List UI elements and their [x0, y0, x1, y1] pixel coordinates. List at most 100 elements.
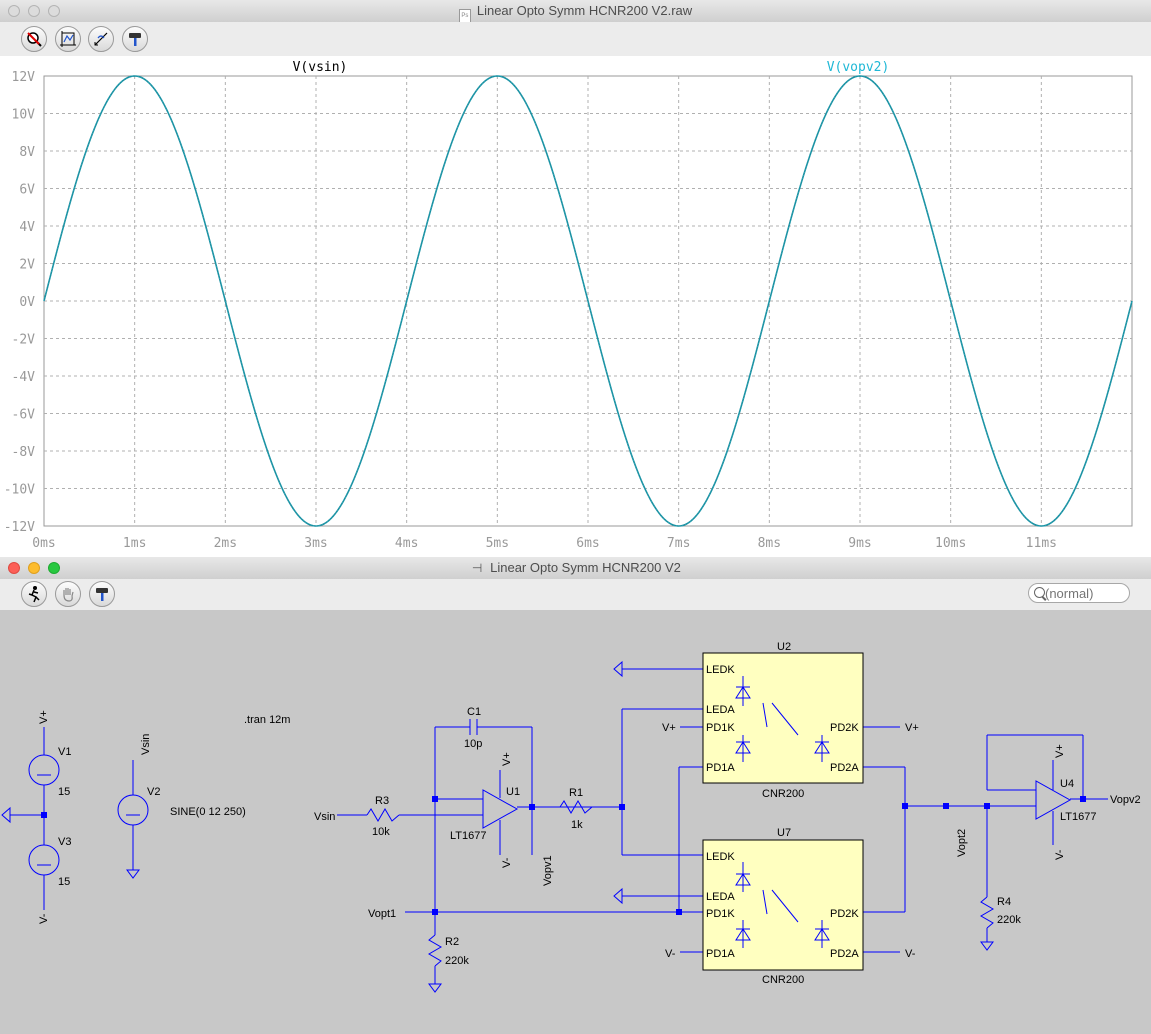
u7-optocoupler-body[interactable]	[702, 839, 864, 971]
u2-pd1k-vplus-label: V+	[662, 722, 676, 734]
u1-value: LT1677	[450, 830, 487, 842]
u7-pin-ledk: LEDK	[706, 851, 735, 863]
u7-pd2a-vminus-label: V-	[905, 948, 916, 960]
u7-pd1a-vminus-label: V-	[665, 948, 676, 960]
r1-resistor-symbol	[559, 800, 593, 814]
r3-ref: R3	[375, 795, 389, 807]
u7-pin-leda: LEDA	[706, 891, 735, 903]
y-tick-label: -2V	[12, 333, 36, 348]
r3-value: 10k	[372, 826, 390, 838]
schematic-drawing[interactable]: .tran 12m V+ V1 15 V3 15 V- Vsin V2 SINE…	[0, 610, 1151, 1029]
waveform-window-title: Linear Opto Symm HCNR200 V2.raw	[476, 3, 693, 18]
schematic-canvas[interactable]: .tran 12m V+ V1 15 V3 15 V- Vsin V2 SINE…	[0, 610, 1151, 1029]
r3-resistor-symbol	[366, 808, 400, 822]
probe-hammer-icon	[129, 33, 141, 46]
search-icon	[1034, 587, 1045, 598]
v3-source-symbol[interactable]	[28, 844, 60, 876]
trace-label-vopv2[interactable]: V(vopv2)	[827, 60, 890, 75]
search-input[interactable]	[1045, 585, 1125, 601]
y-tick-label: 0V	[19, 295, 35, 310]
u1-vplus-label: V+	[501, 752, 513, 766]
halt-button[interactable]	[55, 581, 81, 607]
vsin-input-label: Vsin	[314, 811, 335, 823]
u1-ref: U1	[506, 786, 520, 798]
u4-ref: U4	[1060, 778, 1074, 790]
v3-vminus-label: V-	[38, 913, 50, 924]
waveform-toolbar	[0, 22, 1151, 56]
v2-value: SINE(0 12 250)	[170, 806, 246, 818]
tran-directive[interactable]: .tran 12m	[244, 714, 290, 726]
v3-ref: V3	[58, 836, 71, 848]
vopt2-label: Vopt2	[956, 829, 968, 857]
search-field[interactable]	[1028, 583, 1130, 603]
v2-source-symbol[interactable]	[117, 794, 149, 826]
halt-hand-icon	[63, 588, 74, 602]
zoom-button[interactable]	[48, 562, 60, 574]
schematic-titlebar[interactable]: ⊣Linear Opto Symm HCNR200 V2	[0, 557, 1151, 580]
x-tick-label: 8ms	[758, 536, 781, 551]
u7-value: CNR200	[762, 974, 804, 986]
x-tick-label: 3ms	[304, 536, 327, 551]
v2-ref: V2	[147, 786, 160, 798]
vopv2-label: Vopv2	[1110, 794, 1141, 806]
schematic-window: ⊣Linear Opto Symm HCNR200 V2	[0, 557, 1151, 1029]
y-tick-label: 4V	[19, 220, 35, 235]
document-icon: Ps	[458, 9, 471, 23]
r1-ref: R1	[569, 787, 583, 799]
u2-value: CNR200	[762, 788, 804, 800]
vopv1-label: Vopv1	[542, 855, 554, 886]
u4-vplus-label: V+	[1054, 744, 1066, 758]
minimize-button[interactable]	[28, 5, 40, 17]
probe-hammer-icon	[96, 588, 108, 601]
u4-opamp-symbol	[1035, 780, 1072, 820]
u7-pin-pd2k: PD2K	[830, 908, 859, 920]
u2-pin-pd2k: PD2K	[830, 722, 859, 734]
y-tick-label: -10V	[4, 483, 35, 498]
r2-value: 220k	[445, 955, 469, 967]
u2-optocoupler-body[interactable]	[702, 652, 864, 784]
close-button[interactable]	[8, 5, 20, 17]
r4-ref: R4	[997, 896, 1011, 908]
x-tick-label: 2ms	[214, 536, 237, 551]
x-tick-label: 7ms	[667, 536, 690, 551]
v1-vplus-label: V+	[38, 710, 50, 724]
u2-pin-pd1a: PD1A	[706, 762, 735, 774]
autorange-button[interactable]	[55, 26, 81, 52]
u2-pd2k-vplus-label: V+	[905, 722, 919, 734]
waveform-titlebar[interactable]: Ps Linear Opto Symm HCNR200 V2.raw	[0, 0, 1151, 23]
v1-value: 15	[58, 786, 70, 798]
u1-vminus-label: V-	[501, 857, 513, 868]
u2-ref: U2	[777, 641, 791, 653]
y-tick-label: 8V	[19, 145, 35, 160]
u2-pin-pd1k: PD1K	[706, 722, 735, 734]
close-button[interactable]	[8, 562, 20, 574]
r4-value: 220k	[997, 914, 1021, 926]
y-tick-label: -6V	[12, 408, 36, 423]
u2-pin-pd2a: PD2A	[830, 762, 859, 774]
minimize-button[interactable]	[28, 562, 40, 574]
pan-button[interactable]	[88, 26, 114, 52]
u4-vminus-label: V-	[1054, 849, 1066, 860]
u7-pin-pd1a: PD1A	[706, 948, 735, 960]
zoom-out-button[interactable]	[21, 26, 47, 52]
probe-hammer-button[interactable]	[89, 581, 115, 607]
r4-resistor-symbol	[980, 896, 994, 929]
x-tick-label: 1ms	[123, 536, 146, 551]
zoom-button[interactable]	[48, 5, 60, 17]
u2-pin-ledk: LEDK	[706, 664, 735, 676]
series-line-vvsin[interactable]	[43, 75, 1133, 527]
x-tick-label: 6ms	[576, 536, 599, 551]
x-tick-label: 10ms	[935, 536, 966, 551]
schematic-toolbar	[0, 579, 1151, 610]
u7-ref: U7	[777, 827, 791, 839]
trace-label-vsin[interactable]: V(vsin)	[293, 60, 348, 75]
v1-source-symbol[interactable]	[28, 754, 60, 786]
y-tick-label: 2V	[19, 258, 35, 273]
run-button[interactable]	[21, 581, 47, 607]
probe-hammer-button[interactable]	[122, 26, 148, 52]
x-tick-label: 5ms	[486, 536, 509, 551]
run-icon	[28, 586, 40, 603]
